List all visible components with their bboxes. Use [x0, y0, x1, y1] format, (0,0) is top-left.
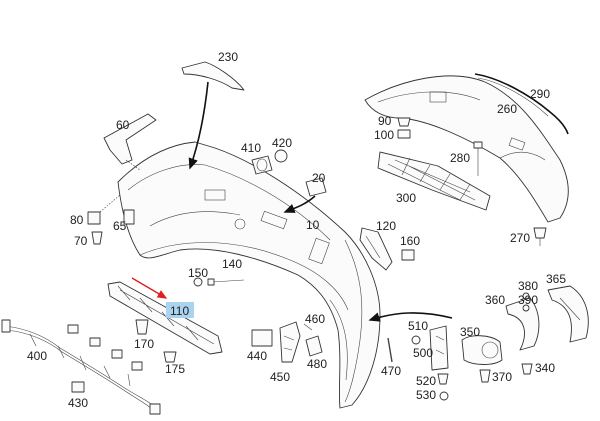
callout-510[interactable]: 510 [408, 319, 428, 333]
callout-110-highlight [166, 302, 194, 318]
callout-440[interactable]: 440 [247, 349, 267, 363]
part-390-shape [522, 304, 530, 312]
callout-280[interactable]: 280 [450, 151, 470, 165]
callout-350[interactable]: 350 [460, 325, 480, 339]
callout-390[interactable]: 390 [518, 293, 538, 307]
part-290-shape [474, 73, 569, 135]
part-150-shape [193, 277, 203, 287]
callout-480[interactable]: 480 [307, 357, 327, 371]
callout-140[interactable]: 140 [222, 257, 242, 271]
part-140-shape [207, 278, 245, 286]
callout-160[interactable]: 160 [400, 234, 420, 248]
part-520-shape [437, 373, 449, 385]
part-430-shape [71, 381, 85, 393]
part-365-shape [547, 285, 589, 343]
part-470-shape [387, 337, 393, 363]
callout-470[interactable]: 470 [381, 364, 401, 378]
part-100-shape [397, 129, 411, 139]
part-230-shape [181, 61, 245, 91]
part-420-shape [274, 149, 288, 163]
part-90-shape [397, 117, 411, 127]
callout-410[interactable]: 410 [241, 141, 261, 155]
callout-360[interactable]: 360 [485, 293, 505, 307]
part-400-shape [1, 319, 161, 415]
callout-120[interactable]: 120 [376, 219, 396, 233]
callout-370[interactable]: 370 [492, 370, 512, 384]
callout-150[interactable]: 150 [188, 266, 208, 280]
callout-270[interactable]: 270 [510, 231, 530, 245]
part-370-shape [479, 369, 491, 383]
callout-170[interactable]: 170 [134, 337, 154, 351]
callout-90[interactable]: 90 [378, 114, 392, 128]
callout-260[interactable]: 260 [497, 102, 517, 116]
callout-175[interactable]: 175 [165, 362, 185, 376]
part-160-shape [401, 249, 415, 261]
part-450-shape [279, 321, 301, 363]
part-410-shape [251, 155, 273, 175]
callout-460[interactable]: 460 [305, 312, 325, 326]
part-175-shape [163, 351, 177, 363]
part-360-shape [505, 297, 540, 351]
callout-530[interactable]: 530 [416, 388, 436, 402]
callout-500[interactable]: 500 [413, 346, 433, 360]
part-500-shape [429, 325, 449, 371]
part-510-shape [411, 335, 421, 345]
callout-300[interactable]: 300 [396, 191, 416, 205]
callout-520[interactable]: 520 [416, 374, 436, 388]
callout-65[interactable]: 65 [113, 219, 127, 233]
callout-10[interactable]: 10 [306, 218, 320, 232]
part-280-shape [473, 141, 483, 176]
callout-290[interactable]: 290 [530, 87, 550, 101]
callout-100[interactable]: 100 [374, 128, 394, 142]
part-530-shape [439, 391, 449, 401]
part-270-shape [533, 227, 547, 246]
callout-450[interactable]: 450 [270, 370, 290, 384]
part-340-shape [521, 363, 533, 375]
callout-340[interactable]: 340 [535, 361, 555, 375]
part-110-shape [107, 281, 223, 355]
callout-60[interactable]: 60 [116, 118, 130, 132]
part-460-shape [303, 323, 313, 331]
part-170-shape [135, 319, 149, 335]
callout-20[interactable]: 20 [312, 171, 326, 185]
part-65-shape [123, 209, 135, 225]
part-380-shape [522, 292, 530, 300]
part-20-shape [305, 177, 327, 197]
part-120-shape [359, 227, 393, 271]
part-440-shape [251, 329, 273, 347]
callout-70[interactable]: 70 [74, 234, 88, 248]
callout-230[interactable]: 230 [218, 50, 238, 64]
part-80-shape [87, 211, 101, 225]
part-300-shape [377, 151, 491, 211]
callout-365[interactable]: 365 [546, 272, 566, 286]
callout-380[interactable]: 380 [518, 279, 538, 293]
callout-400[interactable]: 400 [27, 349, 47, 363]
callout-420[interactable]: 420 [272, 136, 292, 150]
callout-80[interactable]: 80 [70, 213, 84, 227]
callout-labels: 230 290 260 60 90 100 410 420 280 20 300… [27, 50, 566, 410]
part-60-shape [103, 113, 157, 165]
part-70-shape [91, 231, 103, 245]
part-350-shape [461, 335, 503, 365]
bumper-cover [117, 141, 381, 409]
callout-430[interactable]: 430 [68, 396, 88, 410]
callout-110[interactable]: 110 [170, 304, 189, 318]
part-480-shape [305, 335, 323, 357]
